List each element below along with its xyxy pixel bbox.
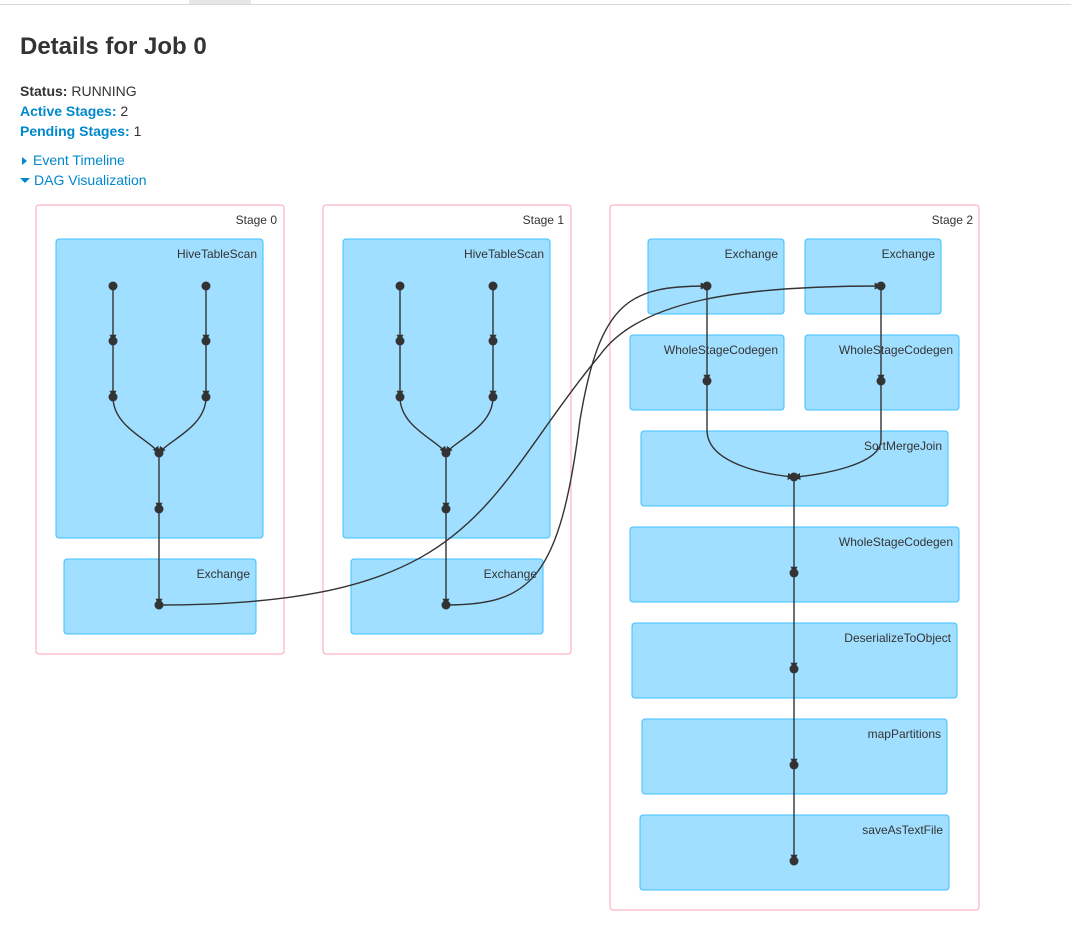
dag-node[interactable] <box>441 448 451 458</box>
active-stages-row: Active Stages: 2 <box>20 101 141 121</box>
cluster-exchange-0[interactable] <box>63 558 257 635</box>
dag-node[interactable] <box>108 281 118 291</box>
dag-node[interactable] <box>395 336 405 346</box>
status-row: Status: RUNNING <box>20 81 141 101</box>
dag-node[interactable] <box>789 760 799 770</box>
dag-node[interactable] <box>108 392 118 402</box>
dag-node[interactable] <box>702 281 712 291</box>
cluster-label-hivetablescan-0: HiveTableScan <box>177 247 257 261</box>
dag-node[interactable] <box>876 376 886 386</box>
dag-node[interactable] <box>441 504 451 514</box>
dag-node[interactable] <box>201 392 211 402</box>
active-stages-link[interactable]: Active Stages: <box>20 103 117 119</box>
cluster-wholestagecodegen-2b[interactable] <box>804 334 960 411</box>
dag-node[interactable] <box>395 281 405 291</box>
visualization-toggles: Event Timeline DAG Visualization <box>20 150 147 190</box>
cluster-exchange-1[interactable] <box>350 558 544 635</box>
cluster-label-exchange-1: Exchange <box>484 567 538 581</box>
dag-node[interactable] <box>876 281 886 291</box>
cluster-exchange-2a[interactable] <box>647 238 785 315</box>
dag-node[interactable] <box>789 472 799 482</box>
edge <box>399 396 447 454</box>
dag-nodes <box>108 281 886 866</box>
active-nav-tab[interactable] <box>189 0 251 4</box>
pending-stages-row: Pending Stages: 1 <box>20 121 141 141</box>
dag-node[interactable] <box>154 600 164 610</box>
edge <box>706 381 795 480</box>
dag-visualization-label: DAG Visualization <box>34 172 147 188</box>
edge <box>158 396 207 454</box>
dag-edges <box>109 282 885 862</box>
caret-right-icon <box>22 156 27 165</box>
stage-2-label: Stage 2 <box>932 213 974 227</box>
dag-node[interactable] <box>154 448 164 458</box>
edge-stage0-to-stage2 <box>158 282 882 606</box>
job-summary: Status: RUNNING Active Stages: 2 Pending… <box>20 81 141 141</box>
event-timeline-label: Event Timeline <box>33 152 125 168</box>
event-timeline-toggle[interactable]: Event Timeline <box>20 150 147 170</box>
cluster-label-sortmergejoin: SortMergeJoin <box>864 439 942 453</box>
cluster-label-mappartitions: mapPartitions <box>868 727 941 741</box>
cluster-label-deserializetoobject: DeserializeToObject <box>844 631 951 645</box>
cluster-label-exchange-0: Exchange <box>197 567 251 581</box>
dag-node[interactable] <box>789 664 799 674</box>
dag-node[interactable] <box>108 336 118 346</box>
dag-node[interactable] <box>488 336 498 346</box>
dag-node[interactable] <box>154 504 164 514</box>
dag-node[interactable] <box>441 600 451 610</box>
stage-0-label: Stage 0 <box>236 213 278 227</box>
stage-0[interactable]: Stage 0 HiveTableScan Exchange <box>35 204 285 655</box>
status-label: Status: <box>20 83 68 99</box>
cluster-label-exchange-2a: Exchange <box>725 247 779 261</box>
cluster-label-wholestagecodegen-2a: WholeStageCodegen <box>664 343 778 357</box>
dag-node[interactable] <box>789 568 799 578</box>
stage-1-label: Stage 1 <box>523 213 565 227</box>
dag-node[interactable] <box>488 281 498 291</box>
cluster-label-saveastextfile: saveAsTextFile <box>862 823 943 837</box>
dag-node[interactable] <box>789 856 799 866</box>
dag-visualization-toggle[interactable]: DAG Visualization <box>20 170 147 190</box>
dag-node[interactable] <box>702 376 712 386</box>
cluster-label-wholestagecodegen-2c: WholeStageCodegen <box>839 535 953 549</box>
edge <box>793 381 882 481</box>
cluster-label-exchange-2b: Exchange <box>882 247 936 261</box>
edge <box>112 396 160 454</box>
edge-stage1-to-stage2 <box>445 282 708 606</box>
pending-stages-link[interactable]: Pending Stages: <box>20 123 130 139</box>
dag-node[interactable] <box>201 281 211 291</box>
pending-stages-value: 1 <box>133 123 142 139</box>
cluster-exchange-2b[interactable] <box>804 238 942 315</box>
dag-node[interactable] <box>201 336 211 346</box>
cluster-label-hivetablescan-1: HiveTableScan <box>464 247 544 261</box>
edge <box>445 396 494 454</box>
cluster-label-wholestagecodegen-2b: WholeStageCodegen <box>839 343 953 357</box>
stage-1[interactable]: Stage 1 HiveTableScan Exchange <box>322 204 572 655</box>
page-title: Details for Job 0 <box>20 33 207 60</box>
active-stages-value: 2 <box>120 103 129 119</box>
status-value: RUNNING <box>71 83 137 99</box>
top-nav-bar <box>0 0 1071 5</box>
caret-down-icon <box>20 177 30 183</box>
dag-node[interactable] <box>488 392 498 402</box>
dag-node[interactable] <box>395 392 405 402</box>
